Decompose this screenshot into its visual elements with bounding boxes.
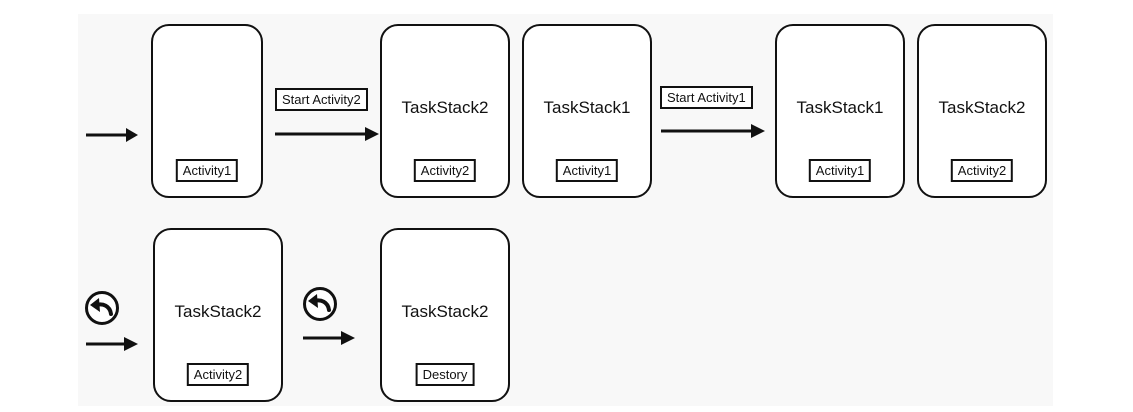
back-arrow-icon	[303, 287, 337, 321]
phone-4: TaskStack1 Activity1	[775, 24, 905, 198]
destroy-box: Destory	[415, 363, 475, 386]
phone-3: TaskStack1 Activity1	[522, 24, 652, 198]
phone-title: TaskStack1	[796, 98, 884, 117]
start-activity2-label: Start Activity2	[275, 88, 368, 111]
phone-5: TaskStack2 Activity2	[917, 24, 1047, 198]
phone-title: TaskStack2	[938, 98, 1026, 117]
right-arrow-icon	[86, 128, 138, 142]
right-arrow-icon	[303, 331, 355, 345]
activity-box: Activity1	[175, 159, 239, 182]
activity-box: Activity2	[950, 159, 1014, 182]
activity-box: Activity1	[808, 159, 872, 182]
phone-7: TaskStack2 Destory	[380, 228, 510, 402]
activity-box: Activity2	[413, 159, 477, 182]
phone-title: TaskStack2	[174, 302, 262, 321]
activity-box: Activity1	[555, 159, 619, 182]
phone-6: TaskStack2 Activity2	[153, 228, 283, 402]
right-arrow-icon	[86, 337, 138, 351]
phone-1: Activity1	[151, 24, 263, 198]
phone-title: TaskStack2	[401, 98, 489, 117]
start-activity1-label: Start Activity1	[660, 86, 753, 109]
phone-2: TaskStack2 Activity2	[380, 24, 510, 198]
right-arrow-icon	[661, 124, 765, 138]
right-arrow-icon	[275, 127, 379, 141]
phone-title: TaskStack1	[543, 98, 631, 117]
activity-box: Activity2	[186, 363, 250, 386]
phone-title: TaskStack2	[401, 302, 489, 321]
back-arrow-icon	[85, 291, 119, 325]
